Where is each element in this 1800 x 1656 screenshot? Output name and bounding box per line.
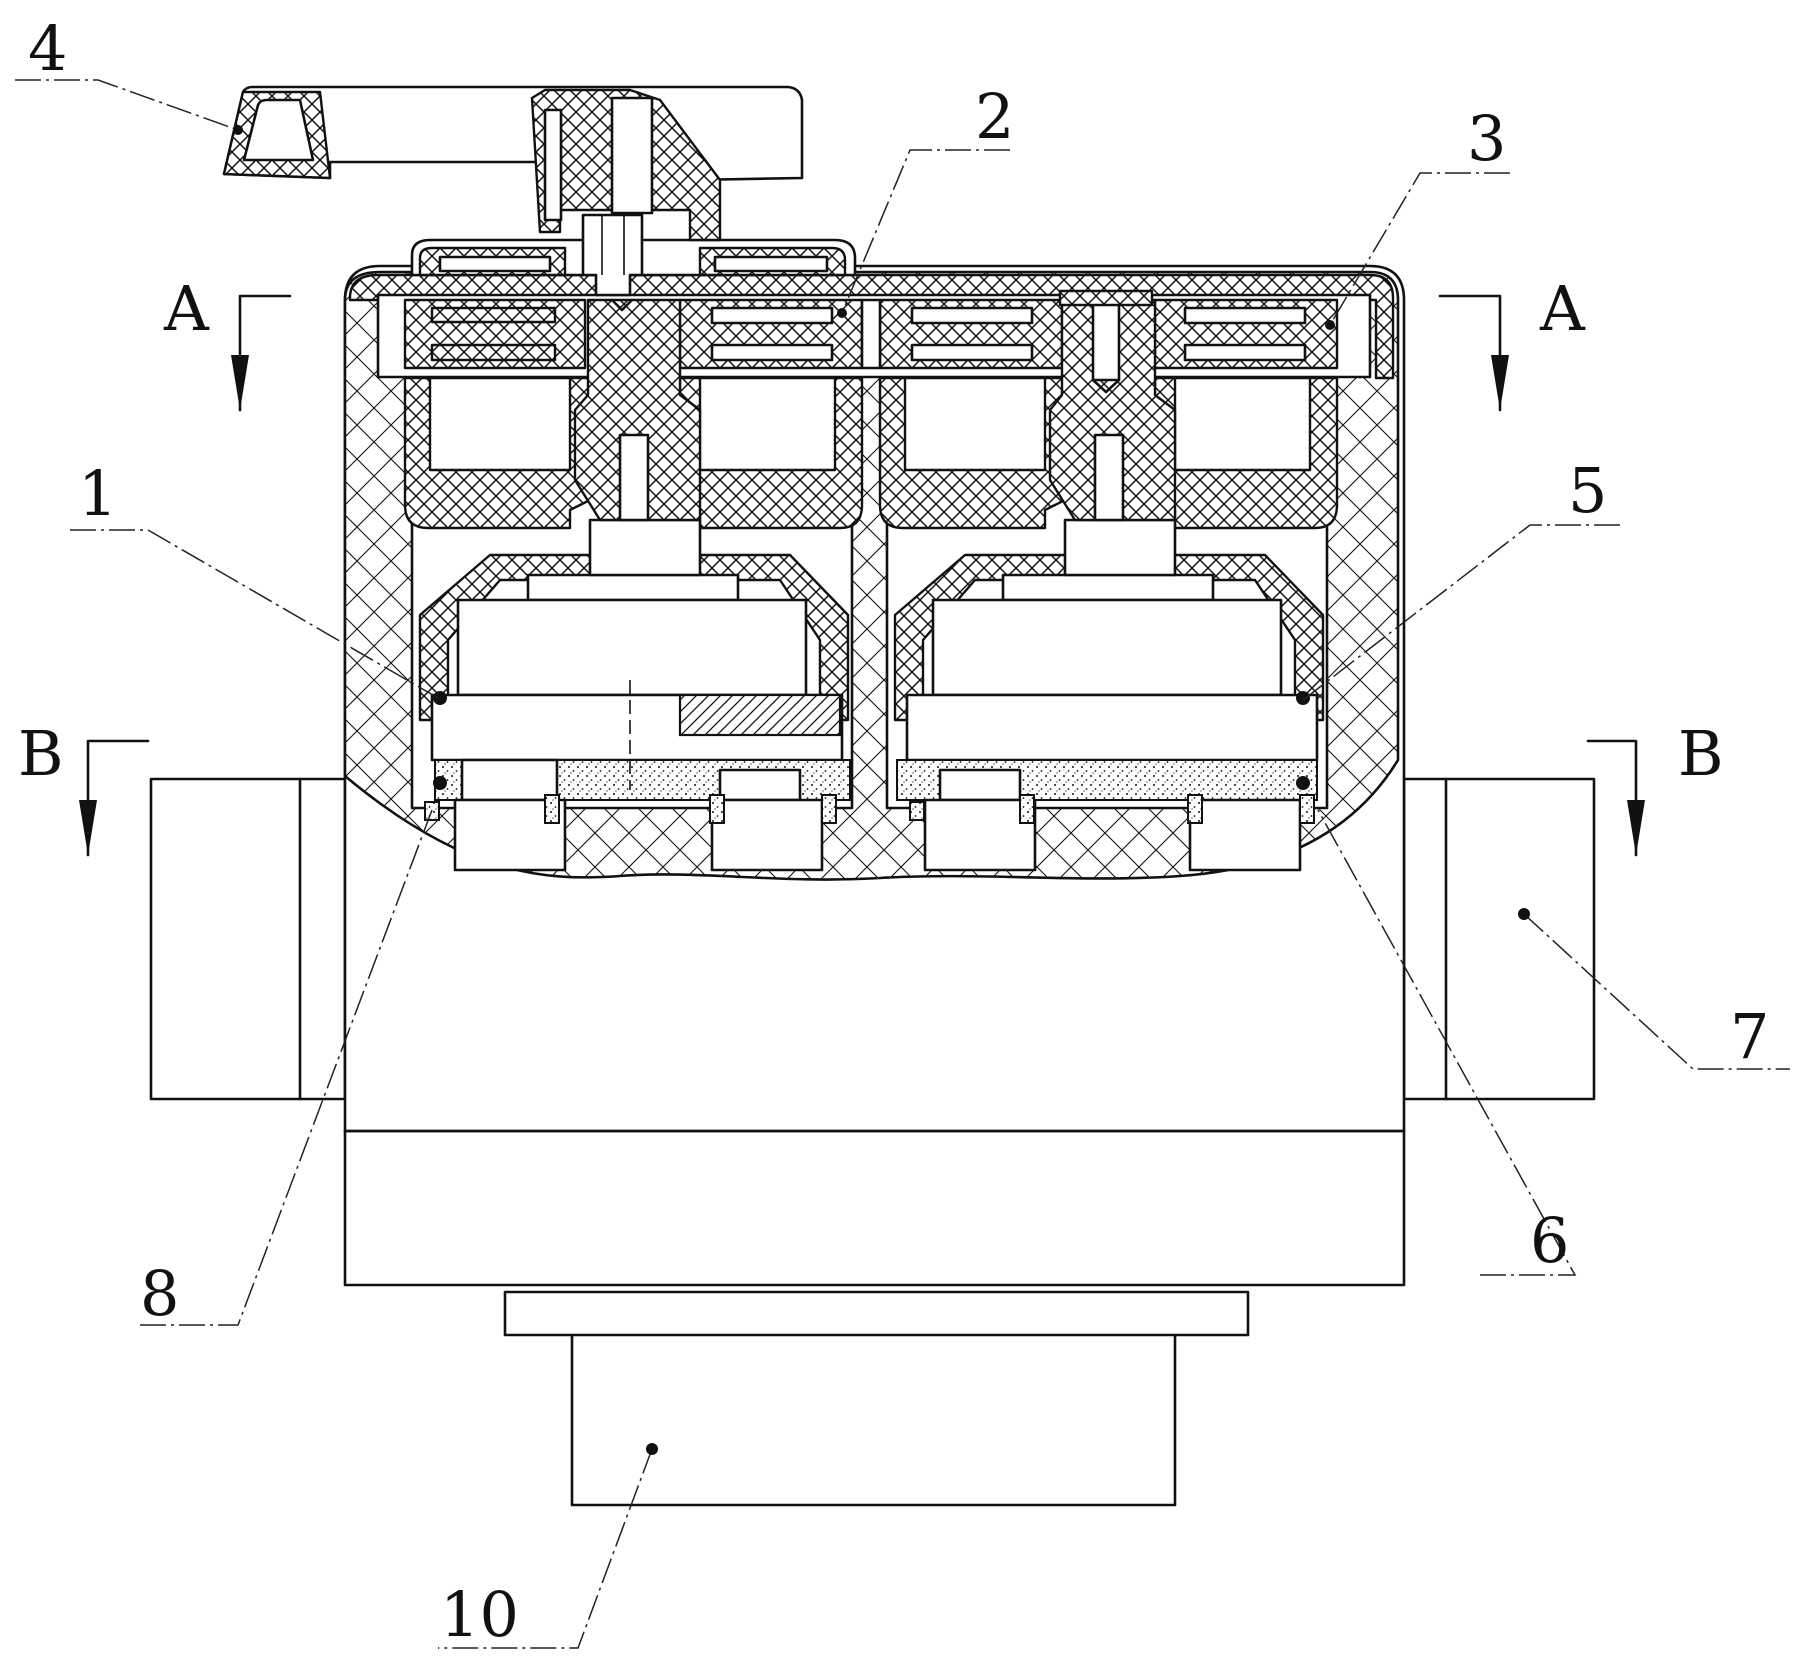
section-mark-b-right: B	[1678, 717, 1724, 790]
right-oring-b	[1187, 794, 1203, 824]
left-oring-b	[709, 794, 725, 824]
left-port-a	[460, 758, 559, 802]
left-port-b	[718, 768, 802, 802]
lower-housing	[343, 1129, 1406, 1287]
left-oring-a	[544, 794, 560, 824]
section-line-a-right: A	[1438, 272, 1586, 412]
handle-screw-bore	[610, 96, 654, 215]
right-cartridge-upper-right	[1153, 376, 1339, 530]
right-oring-a	[1019, 794, 1035, 824]
right-disc-upper	[1001, 573, 1215, 602]
left-gear	[403, 298, 587, 370]
part-callouts: 4 2 3 1 5 8 6 7 10	[15, 12, 1790, 1651]
section-view	[343, 238, 1400, 881]
section-line-a-left: A	[163, 272, 292, 412]
part-label-4: 4	[28, 12, 67, 85]
part-label-2: 2	[975, 80, 1014, 153]
part-label-6: 6	[1530, 1204, 1569, 1277]
right-oring-c	[1299, 794, 1315, 824]
left-cartridge-upper-right	[678, 376, 864, 530]
left-central-stem	[573, 298, 702, 522]
hub-window-left	[438, 255, 552, 273]
part-label-8: 8	[140, 1257, 179, 1330]
section-line-b-left: B	[18, 717, 150, 857]
right-outlet-b	[1188, 798, 1302, 872]
right-side-port	[1402, 777, 1596, 1101]
left-oring-c	[821, 794, 837, 824]
right-disc	[931, 598, 1283, 697]
part-label-10: 10	[440, 1578, 519, 1651]
left-cartridge-upper	[403, 376, 597, 530]
center-screw	[1091, 293, 1121, 382]
right-outlet-a	[923, 798, 1037, 872]
part-label-5: 5	[1568, 454, 1607, 527]
screw-cap	[1058, 289, 1154, 307]
handle-slot	[543, 108, 563, 222]
right-port-a	[938, 768, 1022, 802]
right-stem-body	[1063, 518, 1177, 577]
outlet-flange	[503, 1290, 1250, 1337]
part-label-7: 7	[1730, 1000, 1769, 1073]
left-ceramic-disc	[678, 693, 842, 737]
left-side-port	[149, 777, 347, 1101]
left-disc	[456, 598, 808, 697]
right-stem-bore	[1093, 433, 1125, 522]
right-oring-d	[909, 801, 925, 821]
right-cartridge-upper	[878, 376, 1072, 530]
left-disc-upper	[526, 573, 740, 602]
handle-shaft-head	[581, 213, 644, 297]
outlet-pipe	[570, 1331, 1177, 1507]
control-handle	[222, 85, 804, 312]
left-outlet-b	[710, 798, 824, 872]
left-stem-body	[588, 518, 702, 577]
section-mark-b-left: B	[18, 717, 64, 790]
section-line-b-right: B	[1586, 717, 1724, 857]
hub-window-right	[713, 255, 829, 273]
left-stem-bore	[618, 433, 650, 522]
gear-coupling	[860, 298, 882, 370]
section-mark-a-left: A	[163, 272, 210, 345]
section-mark-a-right: A	[1539, 272, 1586, 345]
handle-grip-inner	[242, 98, 315, 162]
part-label-3: 3	[1467, 102, 1506, 175]
right-lower-plate	[905, 693, 1319, 762]
part-label-1: 1	[78, 457, 117, 530]
right-central-stem	[1048, 298, 1177, 522]
